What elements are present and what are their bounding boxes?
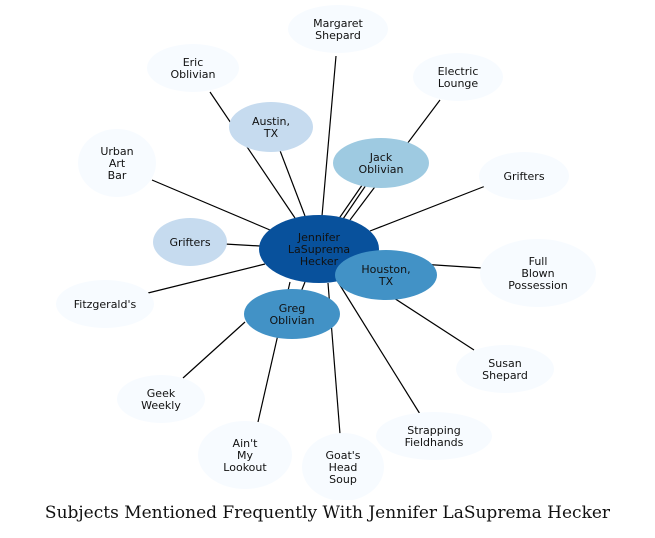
node-urban-art-bar-bubble	[78, 129, 156, 197]
node-grifters-left-bubble	[153, 218, 227, 266]
node-margaret-shepard-label-line: Margaret	[313, 17, 363, 30]
node-geek-weekly-label-line: Weekly	[141, 399, 181, 412]
node-strapping-fieldhands-label-line: Fieldhands	[405, 436, 464, 449]
node-susan-shepard-label-line: Susan	[488, 357, 521, 370]
node-houston-tx-label-line: TX	[378, 275, 394, 288]
node-margaret-shepard-label-line: Shepard	[315, 29, 361, 42]
hub-node-label-line: Jennifer	[297, 231, 341, 244]
node-goats-head-soup-label-line: Head	[329, 461, 358, 474]
node-urban-art-bar-label-line: Bar	[108, 169, 127, 182]
node-geek-weekly-bubble	[117, 375, 205, 423]
node-jack-oblivian-bubble	[333, 138, 429, 188]
diagram-title: Subjects Mentioned Frequently With Jenni…	[44, 503, 611, 523]
node-strapping-fieldhands-label-line: Strapping	[407, 424, 461, 437]
hub-node-label-line: LaSuprema	[288, 243, 350, 256]
node-fitzgeralds-label-line: Fitzgerald's	[74, 298, 137, 311]
node-full-blown-possession-label-line: Blown	[521, 267, 554, 280]
node-aint-my-lookout-label-line: My	[237, 449, 253, 462]
node-greg-oblivian-label-line: Greg	[279, 302, 306, 315]
edge-grifters-right	[369, 184, 489, 232]
edge-geek-weekly	[182, 321, 246, 379]
node-austin-tx-label-line: TX	[263, 127, 279, 140]
node-austin-tx-label-line: Austin,	[252, 115, 290, 128]
node-goats-head-soup-bubble	[302, 433, 384, 500]
node-grifters-right[interactable]: Grifters	[479, 152, 569, 200]
node-eric-oblivian-bubble	[147, 44, 239, 92]
node-greg-oblivian-label-line: Oblivian	[269, 314, 314, 327]
node-susan-shepard-label-line: Shepard	[482, 369, 528, 382]
node-austin-tx-bubble	[229, 102, 313, 152]
node-goats-head-soup-label-line: Goat's	[325, 449, 360, 462]
node-electric-lounge-bubble	[413, 53, 503, 101]
node-geek-weekly-label-line: Geek	[147, 387, 176, 400]
node-urban-art-bar-label-line: Art	[109, 157, 126, 170]
node-aint-my-lookout-label-line: Lookout	[223, 461, 267, 474]
node-houston-tx-label-line: Houston,	[361, 263, 410, 276]
node-jack-oblivian-label-line: Oblivian	[358, 163, 403, 176]
node-susan-shepard-bubble	[456, 345, 554, 393]
edge-fitzgeralds	[147, 263, 266, 294]
node-austin-tx[interactable]: Austin,TX	[229, 102, 313, 152]
node-goats-head-soup-label-line: Soup	[329, 473, 357, 486]
node-fitzgeralds[interactable]: Fitzgerald's	[56, 280, 154, 328]
hub-node-label-line: Hecker	[300, 255, 339, 268]
node-aint-my-lookout-bubble	[198, 421, 292, 489]
node-greg-oblivian-bubble	[244, 289, 340, 339]
node-urban-art-bar-label-line: Urban	[100, 145, 133, 158]
node-fitzgeralds-bubble	[56, 280, 154, 328]
node-eric-oblivian-label-line: Eric	[183, 56, 204, 69]
node-margaret-shepard-bubble	[288, 5, 388, 53]
node-grifters-right-bubble	[479, 152, 569, 200]
node-full-blown-possession-label-line: Full	[529, 255, 548, 268]
node-grifters-left[interactable]: Grifters	[153, 218, 227, 266]
node-strapping-fieldhands-bubble	[376, 412, 492, 460]
node-houston-tx-bubble	[335, 250, 437, 300]
node-grifters-right-label-line: Grifters	[503, 170, 544, 183]
node-eric-oblivian-label-line: Oblivian	[170, 68, 215, 81]
edge-eric-oblivian	[209, 91, 296, 219]
node-full-blown-possession-bubble	[480, 239, 596, 307]
node-full-blown-possession-label-line: Possession	[508, 279, 567, 292]
node-electric-lounge-label-line: Electric	[438, 65, 479, 78]
node-aint-my-lookout-label-line: Ain't	[233, 437, 259, 450]
node-houston-tx[interactable]: Houston,TX	[335, 250, 437, 300]
node-jack-oblivian-label-line: Jack	[369, 151, 393, 164]
edge-urban-art-bar	[151, 179, 271, 231]
node-electric-lounge-label-line: Lounge	[438, 77, 479, 90]
node-grifters-left-label-line: Grifters	[169, 236, 210, 249]
edge-strapping-fieldhands	[337, 281, 421, 415]
edge-margaret-shepard	[321, 55, 337, 217]
